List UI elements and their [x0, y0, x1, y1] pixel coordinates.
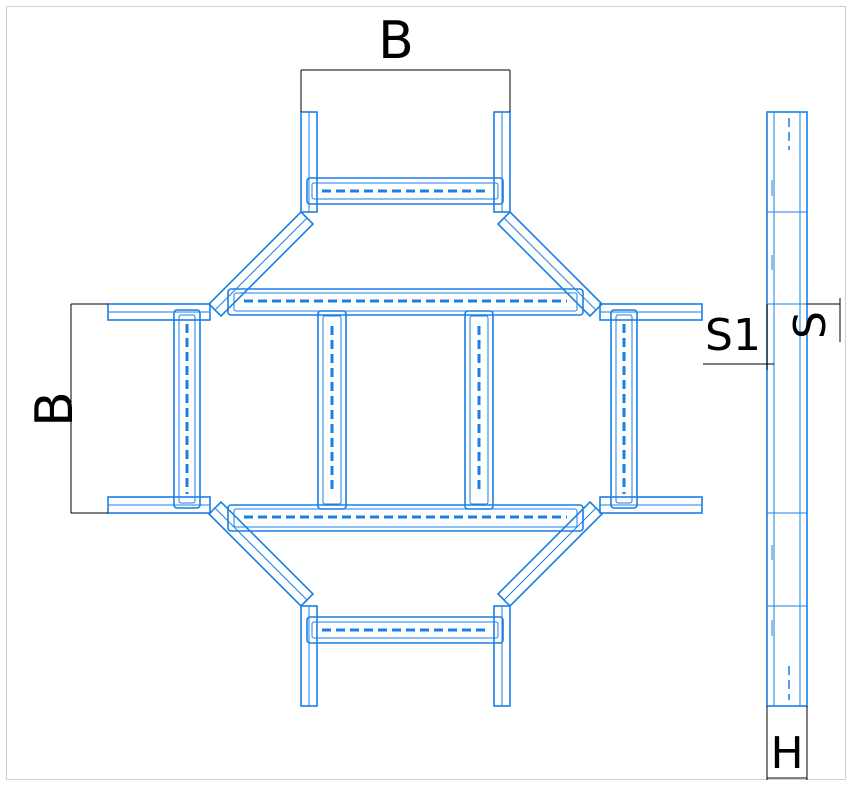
dimension-s1-label: S1: [705, 310, 761, 361]
center-rungs-horizontal: [227, 288, 584, 532]
top-arm: [300, 111, 511, 213]
dimension-h-label: H: [770, 728, 803, 779]
right-arm: [599, 303, 703, 514]
plan-view: [107, 111, 703, 707]
side-view: [766, 111, 808, 707]
corner-rails: [207, 210, 604, 608]
dimension-b-left-label: B: [25, 391, 85, 427]
left-arm: [107, 303, 211, 514]
bottom-arm: [300, 605, 511, 707]
dimension-b-top-label: B: [378, 11, 414, 71]
dimensions: [70, 69, 841, 780]
dimension-s-label: S: [785, 311, 836, 339]
drawing-frame: [6, 6, 846, 780]
center-rungs-vertical: [317, 310, 494, 510]
